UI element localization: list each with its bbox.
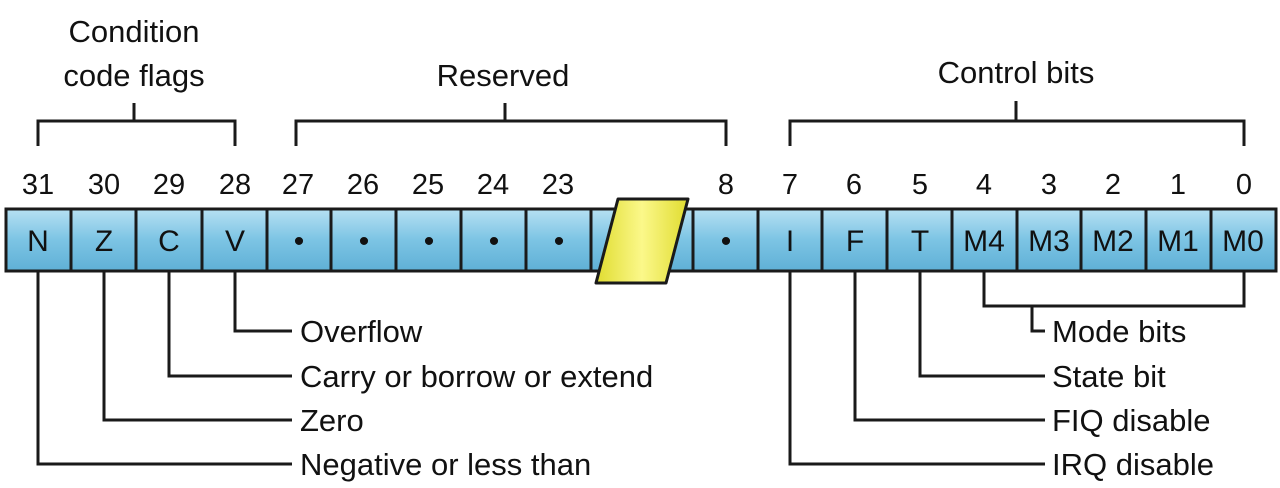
register-break-marker bbox=[594, 197, 690, 285]
bit-number: 7 bbox=[782, 169, 798, 201]
bit-number: 0 bbox=[1236, 169, 1252, 201]
irq-disable-label: IRQ disable bbox=[1052, 447, 1214, 482]
bit-number: 24 bbox=[477, 169, 509, 201]
cell-reserved: • bbox=[294, 225, 305, 258]
cell-reserved: • bbox=[424, 225, 435, 258]
cell-f: F bbox=[846, 225, 864, 258]
overflow-label: Overflow bbox=[300, 314, 423, 349]
cell-m1: M1 bbox=[1157, 225, 1199, 258]
mode-bits-leader bbox=[982, 271, 1246, 333]
cell-z: Z bbox=[95, 225, 113, 258]
bit-number: 25 bbox=[412, 169, 444, 201]
cell-m0: M0 bbox=[1222, 225, 1264, 258]
bit-number: 6 bbox=[846, 169, 862, 201]
bit-number: 28 bbox=[219, 169, 251, 201]
cell-reserved: • bbox=[359, 225, 370, 258]
condition-flags-bracket bbox=[36, 103, 237, 146]
cell-n: N bbox=[27, 225, 49, 258]
state-bit-leader bbox=[918, 271, 1045, 378]
cell-t: T bbox=[911, 225, 929, 258]
bit-number: 26 bbox=[347, 169, 379, 201]
bit-number: 31 bbox=[22, 169, 54, 201]
bit-number: 29 bbox=[153, 169, 185, 201]
fiq-disable-label: FIQ disable bbox=[1052, 403, 1211, 438]
negative-leader bbox=[36, 271, 292, 466]
cell-m3: M3 bbox=[1028, 225, 1070, 258]
carry-label: Carry or borrow or extend bbox=[300, 359, 653, 394]
carry-leader bbox=[167, 271, 292, 378]
zero-label: Zero bbox=[300, 403, 364, 438]
irq-leader bbox=[788, 271, 1045, 466]
bit-number: 27 bbox=[282, 169, 314, 201]
cell-reserved: • bbox=[721, 225, 732, 258]
mode-bits-label: Mode bits bbox=[1052, 314, 1186, 349]
cell-i: I bbox=[786, 225, 794, 258]
condition-flags-label-line2: code flags bbox=[63, 58, 204, 93]
reserved-bracket bbox=[294, 103, 728, 146]
bit-number: 3 bbox=[1041, 169, 1057, 201]
cell-c: C bbox=[158, 225, 180, 258]
bit-number: 23 bbox=[542, 169, 574, 201]
bit-number: 30 bbox=[88, 169, 120, 201]
register-cells: N Z C V • • • • • • I F T M4 M3 M2 M1 M0 bbox=[27, 225, 1264, 258]
bit-number: 1 bbox=[1170, 169, 1186, 201]
bit-numbers: 31 30 29 28 27 26 25 24 23 8 7 6 5 4 3 2… bbox=[22, 169, 1252, 201]
cell-dividers bbox=[69, 209, 1213, 271]
zero-leader bbox=[102, 271, 292, 422]
negative-label: Negative or less than bbox=[300, 447, 591, 482]
fiq-leader bbox=[853, 271, 1045, 422]
cell-v: V bbox=[225, 225, 245, 258]
bit-number: 8 bbox=[718, 169, 734, 201]
reserved-label: Reserved bbox=[437, 58, 570, 93]
cell-m2: M2 bbox=[1092, 225, 1134, 258]
bit-number: 2 bbox=[1105, 169, 1121, 201]
bit-number: 4 bbox=[976, 169, 992, 201]
control-bits-bracket bbox=[788, 101, 1246, 146]
overflow-leader bbox=[233, 271, 292, 333]
control-bits-label: Control bits bbox=[938, 55, 1095, 90]
cell-m4: M4 bbox=[963, 225, 1005, 258]
cell-reserved: • bbox=[554, 225, 565, 258]
condition-flags-label-line1: Condition bbox=[69, 14, 200, 49]
state-bit-label: State bit bbox=[1052, 359, 1166, 394]
cell-reserved: • bbox=[489, 225, 500, 258]
bit-number: 5 bbox=[912, 169, 928, 201]
